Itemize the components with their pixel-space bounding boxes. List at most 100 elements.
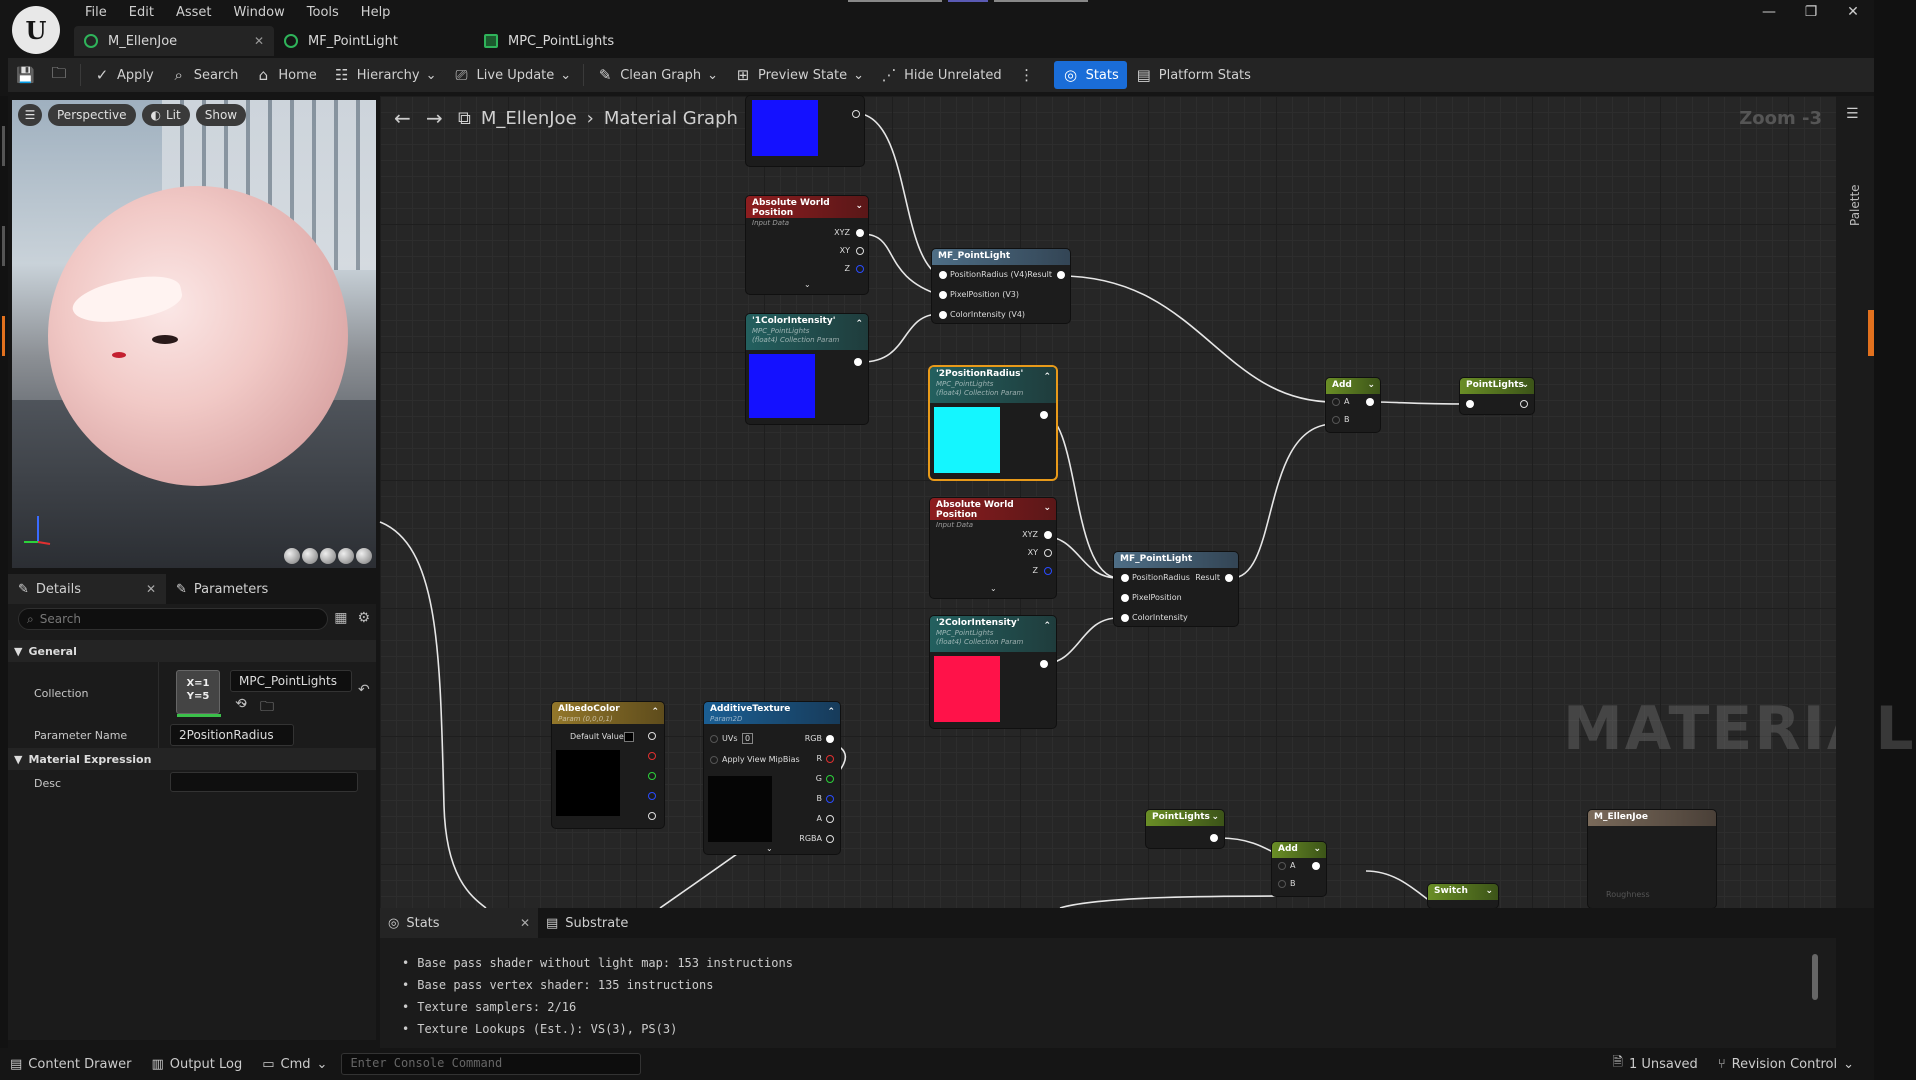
palette-menu-icon[interactable]: ☰ [1846,106,1859,122]
live-update-dropdown[interactable]: ⎚Live Update⌄ [445,61,580,89]
chevron-down-icon[interactable]: ⌄ [990,584,997,593]
output-pin[interactable] [1520,400,1528,408]
output-pin-r[interactable] [826,755,834,763]
node-mf-pointlight-2[interactable]: MF_PointLight PositionRadius Result Pixe… [1114,552,1238,626]
hierarchy-dropdown[interactable]: ☷Hierarchy⌄ [325,61,445,89]
content-drawer-button[interactable]: ▤Content Drawer [0,1048,141,1080]
back-arrow-icon[interactable]: ← [394,106,411,130]
output-pin-xyz[interactable] [1044,531,1052,539]
minimize-button[interactable]: — [1762,4,1776,20]
cmd-dropdown[interactable]: ▭Cmd⌄ [252,1048,337,1080]
input-pin-positionradius[interactable] [1121,574,1129,582]
output-pin-rgb[interactable] [648,732,656,740]
desc-input[interactable] [170,772,358,792]
collection-thumbnail[interactable]: X=1 Y=5 [176,670,221,717]
output-pin-z[interactable] [856,265,864,273]
input-pin-colorintensity[interactable] [1121,614,1129,622]
input-pin-pixelposition[interactable] [939,291,947,299]
output-pin-rgb[interactable] [826,735,834,743]
graph-node-top-partial[interactable] [746,96,864,166]
input-pin-colorintensity[interactable] [939,311,947,319]
output-pin-z[interactable] [1044,567,1052,575]
output-pin-xy[interactable] [856,247,864,255]
input-pin-positionradius[interactable] [939,271,947,279]
output-pin-b[interactable] [826,795,834,803]
more-options-icon[interactable]: ⋮ [1019,66,1035,84]
preview-mesh-icon[interactable] [356,548,372,564]
save-button[interactable]: 💾 [8,61,42,89]
input-pin-pixelposition[interactable] [1121,594,1129,602]
node-2positionradius[interactable]: '2PositionRadius'MPC_PointLights(float4)… [930,367,1056,479]
output-pin[interactable] [1040,660,1048,668]
output-pin-b[interactable] [648,792,656,800]
output-log-button[interactable]: ▥Output Log [141,1048,252,1080]
node-add-1[interactable]: Add⌄ A B [1326,378,1380,432]
input-pin-mipbias[interactable] [710,756,718,764]
tab-mf-pointlight[interactable]: MF_PointLight [274,26,474,56]
input-pin-b[interactable] [1332,416,1340,424]
output-pin[interactable] [854,358,862,366]
gear-icon[interactable]: ⚙ [357,610,370,626]
tab-details[interactable]: ✎ Details ✕ [8,574,166,604]
viewport-menu-icon[interactable]: ☰ [18,104,42,126]
output-pin[interactable] [852,110,860,118]
output-pin-r[interactable] [648,752,656,760]
input-pin[interactable] [1466,400,1474,408]
hide-unrelated-button[interactable]: ⋰Hide Unrelated [872,61,1010,89]
output-pin-result[interactable] [1057,271,1065,279]
show-button[interactable]: Show [195,104,247,126]
menu-file[interactable]: File [85,5,107,20]
clean-graph-dropdown[interactable]: ✎Clean Graph⌄ [588,61,726,89]
unsaved-button[interactable]: 🗎1 Unsaved [1603,1048,1708,1080]
parameter-name-dropdown[interactable]: 2PositionRadius ⌄ [170,724,294,762]
node-add-2[interactable]: Add⌄ A B [1272,842,1326,896]
node-switch[interactable]: Switch⌄ [1428,884,1498,908]
close-tab-icon[interactable]: ✕ [253,34,264,48]
output-pin-g[interactable] [648,772,656,780]
close-window-button[interactable]: ✕ [1847,4,1859,20]
revision-control-dropdown[interactable]: ⑂Revision Control⌄ [1708,1048,1864,1080]
preview-state-dropdown[interactable]: ⊞Preview State⌄ [726,61,872,89]
input-pin-uvs[interactable] [710,735,718,743]
tab-m-ellenjoe[interactable]: M_EllenJoe ✕ [74,26,274,56]
output-pin-rgba[interactable] [826,835,834,843]
palette-label[interactable]: Palette [1848,184,1862,226]
maximize-button[interactable]: ❐ [1804,4,1818,20]
output-pin-a[interactable] [648,812,656,820]
output-pin-g[interactable] [826,775,834,783]
input-pin-a[interactable] [1332,398,1340,406]
palette-sidebar[interactable]: ☰ Palette [1836,96,1874,908]
stats-toggle-button[interactable]: ◎Stats [1053,61,1127,89]
output-pin[interactable] [1210,834,1218,842]
default-value-swatch[interactable] [624,732,634,742]
details-search-input[interactable]: ⌕ Search [18,608,328,630]
section-material-expression[interactable]: ▼ Material Expression [8,748,376,770]
graph-hierarchy-icon[interactable]: ⧉ [458,107,471,129]
close-tab-icon[interactable]: ✕ [519,916,530,930]
browse-asset-icon[interactable]: 🗀 [260,699,274,715]
output-pin-a[interactable] [826,815,834,823]
forward-arrow-icon[interactable]: → [426,106,443,130]
tab-substrate[interactable]: ▤ Substrate [538,908,636,938]
lit-button[interactable]: ◐Lit [141,104,190,126]
unreal-logo-icon[interactable]: U [12,6,60,54]
console-command-input[interactable]: Enter Console Command [341,1053,642,1075]
output-pin[interactable] [1040,411,1048,419]
menu-asset[interactable]: Asset [175,5,212,20]
close-tab-icon[interactable]: ✕ [145,582,156,596]
input-pin-a[interactable] [1278,862,1286,870]
node-2colorintensity[interactable]: '2ColorIntensity'MPC_PointLights(float4)… [930,616,1056,728]
output-pin-xy[interactable] [1044,549,1052,557]
preview-plane-icon[interactable] [320,548,336,564]
node-pointlights-1[interactable]: PointLights⌄ [1460,378,1534,414]
input-pin-b[interactable] [1278,880,1286,888]
use-selected-icon[interactable]: ⟲ [235,696,247,712]
node-pointlights-2[interactable]: PointLights⌄ [1146,810,1224,848]
chevron-down-icon[interactable]: ⌄ [766,844,773,853]
uvs-value-field[interactable]: 0 [742,733,754,744]
tab-mpc-pointlights[interactable]: MPC_PointLights [474,26,624,56]
stats-scrollbar[interactable] [1812,954,1818,1000]
